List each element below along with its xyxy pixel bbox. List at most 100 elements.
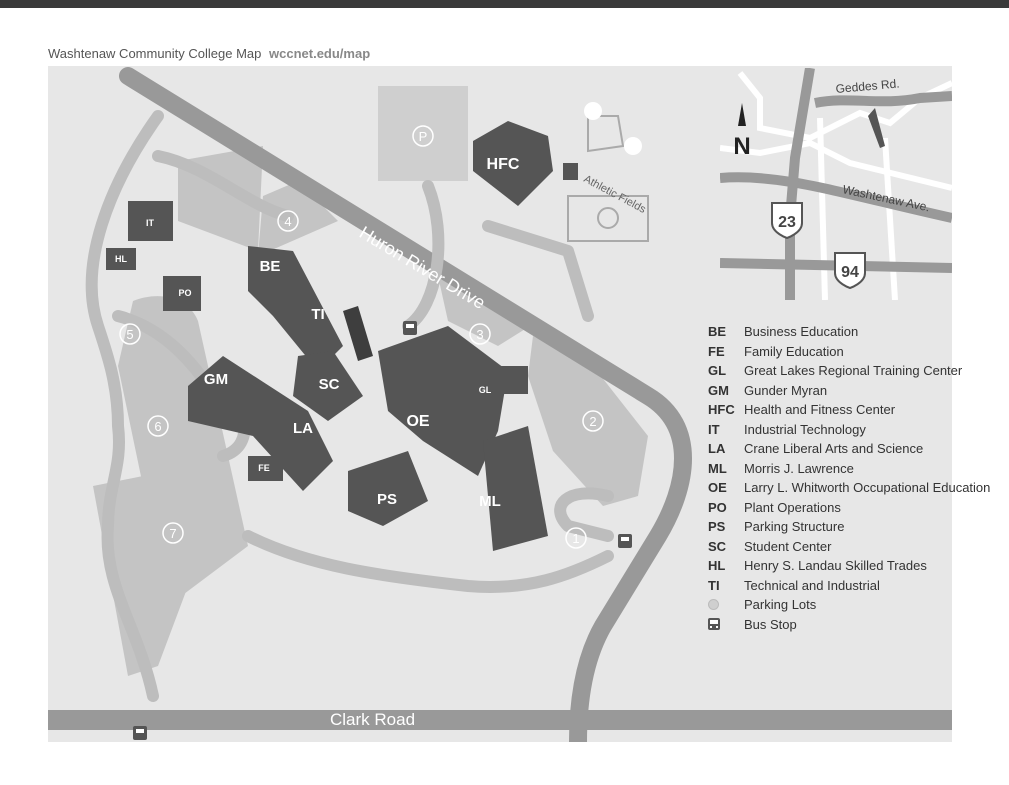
- soccer-center-circle: [597, 207, 619, 229]
- athletic-fields-area: [567, 102, 649, 242]
- lot-6-label: 6: [154, 419, 161, 434]
- label-oe: OE: [406, 413, 429, 430]
- baseball-diamond: [587, 115, 625, 153]
- legend-row-gl: GL Great Lakes Regional Training Center: [708, 363, 998, 379]
- legend-row-bus: Bus Stop: [708, 617, 998, 633]
- lot-area-7[interactable]: [93, 476, 188, 676]
- label-sc: SC: [319, 376, 340, 393]
- lot-marker-5[interactable]: 5: [119, 323, 141, 345]
- building-be-ti[interactable]: [248, 246, 343, 371]
- legend-row-la: LA Crane Liberal Arts and Science: [708, 441, 998, 457]
- legend-name: Parking Structure: [744, 519, 845, 534]
- legend-name: Gunder Myran: [744, 382, 828, 398]
- lot-1-label: 1: [572, 531, 579, 546]
- legend-code: IT: [708, 421, 720, 437]
- legend-parking-symbol: [708, 597, 744, 612]
- building-po[interactable]: [163, 276, 201, 311]
- lot-5-label: 5: [126, 327, 133, 342]
- building-gm-la[interactable]: [188, 356, 333, 491]
- field-marker-1: [584, 102, 602, 120]
- i94-label: 94: [841, 264, 859, 281]
- building-oe[interactable]: [378, 326, 508, 476]
- i23-label: 23: [778, 214, 796, 231]
- inset-campus-marker: [868, 108, 885, 148]
- inset-map[interactable]: N Geddes Rd. Washtenaw Ave. 23 94: [720, 68, 952, 300]
- page-title: Washtenaw Community College Map wccnet.e…: [48, 46, 370, 61]
- interstate-23-shield: 23: [771, 202, 803, 240]
- building-hfc[interactable]: [473, 121, 553, 206]
- bus-stop-east[interactable]: [618, 534, 632, 548]
- inset-north-arrow: N: [733, 103, 751, 160]
- legend-name: Family Education: [744, 343, 844, 359]
- legend-code: TI: [708, 577, 720, 593]
- lot-marker-6[interactable]: 6: [147, 415, 169, 437]
- bus-stop-north[interactable]: [403, 321, 417, 335]
- map-url-link[interactable]: wccnet.edu/map: [269, 46, 371, 61]
- lot-7-circle: [162, 522, 184, 544]
- lot-marker-3[interactable]: 3: [469, 323, 491, 345]
- label-po: PO: [178, 288, 191, 298]
- legend-name: Student Center: [744, 538, 832, 554]
- legend-name: Business Education: [744, 324, 859, 339]
- roads: [48, 67, 952, 742]
- lot-marker-4[interactable]: 4: [277, 210, 299, 232]
- athletic-connector: [482, 220, 594, 322]
- building-sc[interactable]: [293, 351, 363, 421]
- lot-area-2[interactable]: [528, 336, 648, 506]
- buildings: [106, 121, 578, 551]
- legend-code: PS: [708, 519, 726, 534]
- lot-4-label: 4: [284, 214, 291, 229]
- building-hl[interactable]: [106, 248, 136, 270]
- north-connector: [152, 150, 294, 222]
- north-label: N: [733, 133, 750, 160]
- landmark-tower: [343, 306, 373, 361]
- lot-marker-2[interactable]: 2: [582, 410, 604, 432]
- lot-area-p[interactable]: [378, 86, 468, 181]
- building-ml[interactable]: [483, 426, 548, 551]
- lot-area-6[interactable]: [118, 296, 248, 606]
- legend-name: Technical and Industrial: [744, 577, 880, 593]
- lot-4-circle: [277, 210, 299, 232]
- west-drive: [85, 110, 164, 702]
- building-fe[interactable]: [248, 456, 283, 481]
- building-gl[interactable]: [473, 366, 528, 394]
- parking-p-label: P: [419, 129, 428, 144]
- legend-name: Crane Liberal Arts and Science: [744, 441, 924, 456]
- building-it[interactable]: [128, 201, 173, 241]
- parking-lot-markers: P 1 2 3 4 5 6 7: [119, 125, 604, 549]
- parking-p-marker[interactable]: P: [412, 125, 434, 147]
- central-drive: [402, 180, 445, 332]
- map-title: Washtenaw Community College Map: [48, 46, 262, 61]
- legend-code: HFC: [708, 402, 735, 417]
- legend-code: GL: [708, 363, 727, 378]
- legend-code: PO: [708, 499, 727, 515]
- bus-stop-east-window: [621, 537, 629, 541]
- label-it: IT: [146, 218, 155, 228]
- bus-stop-clark[interactable]: [133, 726, 147, 740]
- legend-bus-symbol: [708, 617, 744, 632]
- bus-stops: [133, 321, 632, 740]
- label-gm: GM: [204, 371, 228, 388]
- building-ps[interactable]: [348, 451, 428, 526]
- lot-7-label: 7: [169, 526, 176, 541]
- label-ml: ML: [479, 493, 501, 510]
- legend-code: LA: [708, 441, 726, 456]
- label-be: BE: [260, 258, 281, 275]
- legend-row-ti: TI Technical and Industrial: [708, 578, 998, 594]
- lot-area-3[interactable]: [438, 276, 538, 346]
- legend-code: HL: [708, 558, 726, 573]
- lot-1-circle: [565, 527, 587, 549]
- parking-p-circle: [412, 125, 434, 147]
- lot-marker-1[interactable]: 1: [565, 527, 587, 549]
- legend-name: Health and Fitness Center: [744, 402, 896, 417]
- label-fe: FE: [258, 463, 270, 473]
- label-ti: TI: [311, 306, 324, 323]
- lot-marker-7[interactable]: 7: [162, 522, 184, 544]
- legend-name: Parking Lots: [744, 597, 817, 612]
- building-athletic-shed[interactable]: [563, 163, 578, 180]
- legend-code: ML: [708, 460, 727, 476]
- legend-name: Great Lakes Regional Training Center: [744, 363, 963, 378]
